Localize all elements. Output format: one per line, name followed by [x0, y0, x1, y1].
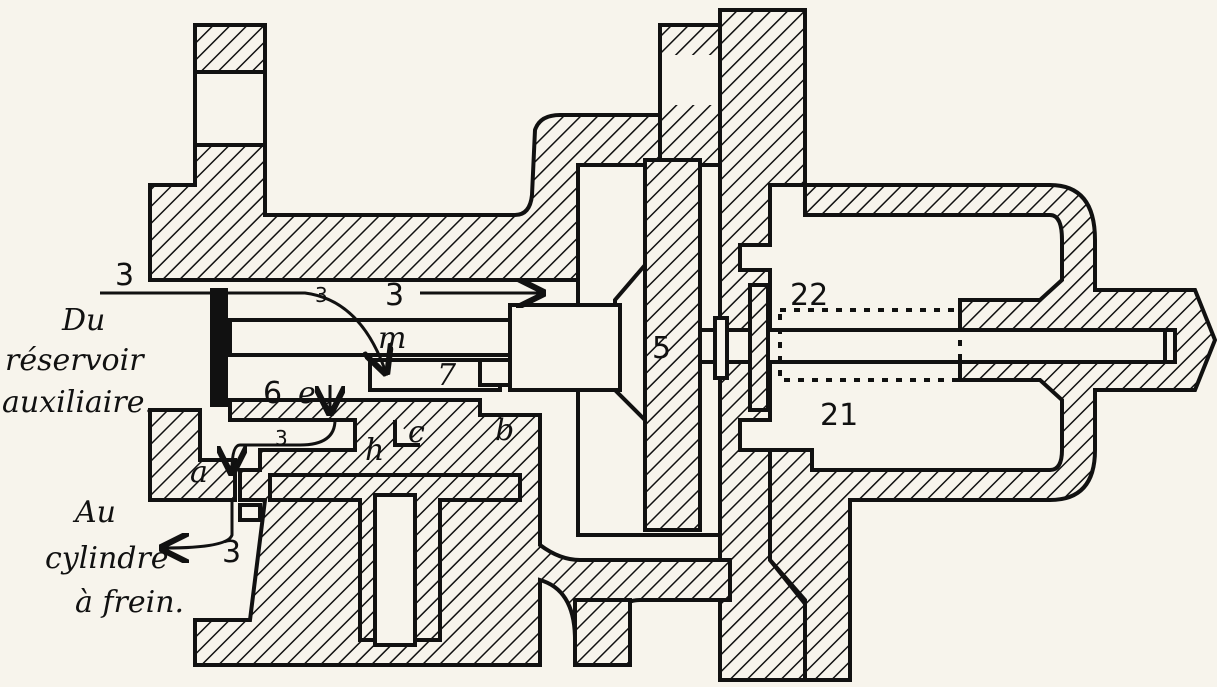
label-port-6: 6 — [263, 376, 282, 411]
flow-arrow-in — [100, 291, 385, 370]
label-source-3: auxiliaire. — [2, 385, 154, 420]
label-dest-3: à frein. — [75, 585, 184, 620]
label-spring-22: 22 — [790, 278, 828, 313]
spindle — [698, 328, 1167, 364]
label-flow-small: 3 — [275, 426, 288, 450]
left-flange-window — [197, 72, 263, 144]
label-flow-out: 3 — [222, 535, 241, 570]
label-piston-5: 5 — [652, 331, 671, 366]
label-flow-in: 3 — [115, 258, 134, 293]
flow-arrow-small — [232, 419, 337, 470]
label-source-1: Du — [61, 303, 105, 338]
label-source-2: réservoir — [5, 343, 145, 378]
label-flow-upper-a: 3 — [315, 283, 328, 307]
label-dest-1: Au — [72, 495, 116, 530]
label-valve-7: 7 — [437, 358, 457, 393]
piston-hub — [508, 303, 622, 392]
label-flow-upper-b: 3 — [385, 278, 404, 313]
flow-arrow-out — [165, 500, 234, 548]
label-port-c: c — [408, 415, 425, 450]
label-port-e: e — [298, 376, 316, 411]
label-spring-21: 21 — [820, 398, 858, 433]
right-housing — [768, 183, 1217, 682]
label-port-a: a — [190, 455, 208, 490]
label-stem-m: m — [378, 321, 406, 356]
label-port-h: h — [365, 433, 384, 468]
label-dest-2: cylindre — [45, 541, 169, 576]
label-port-b: b — [495, 413, 514, 448]
spring-22 — [778, 308, 962, 382]
